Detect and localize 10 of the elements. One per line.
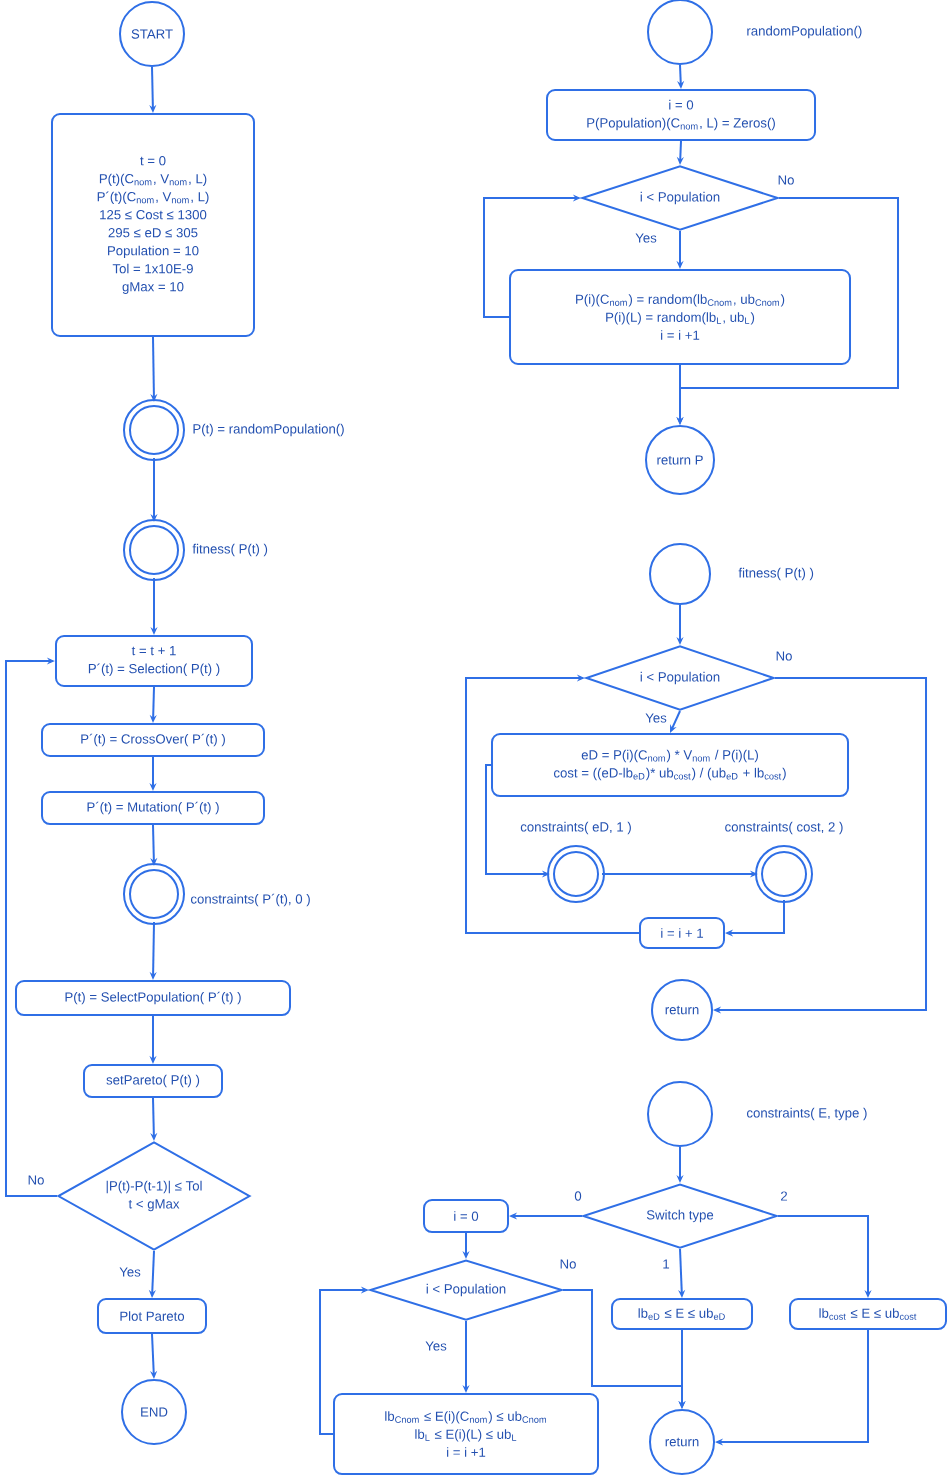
arrow [465,674,640,934]
connector-circle [547,845,605,903]
arrow [5,657,58,1197]
connector-circle [123,399,185,461]
connector-circle [123,863,185,925]
connector-circle [755,845,813,903]
connector-circle [123,519,185,581]
terminal-circle [649,543,711,605]
arrow [670,710,681,733]
terminal-circle [647,1081,713,1147]
